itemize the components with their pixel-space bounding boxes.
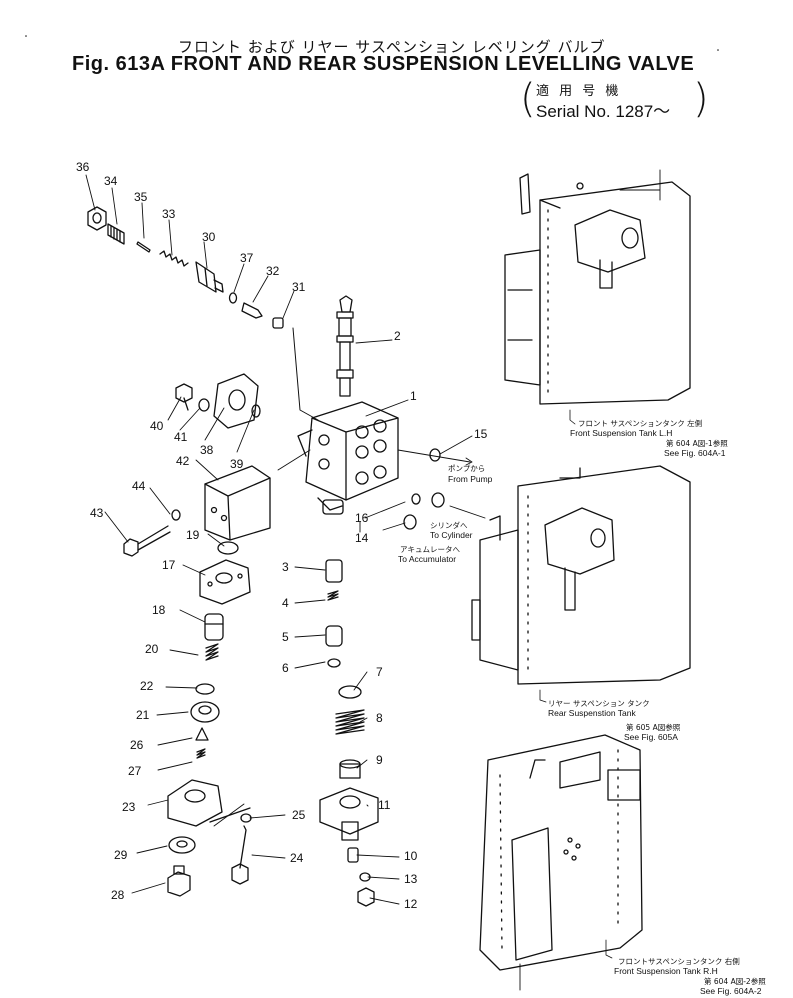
part-number: 21 [136,708,150,722]
flange-item-11 [319,787,379,841]
rear-tank-ref-jp: 第 605 A図参照 [626,723,681,732]
to-accumulator-label: To Accumulator [398,554,457,564]
rear-suspension-tank [471,465,691,685]
rear-tank-label: Rear Suspenstion Tank [548,708,636,718]
from-pump-label: From Pump [448,474,493,484]
part-number: 19 [186,528,200,542]
part-number: 24 [290,851,304,865]
part-number: 18 [152,603,166,617]
front-tank-lh-ref-jp: 第 604 A図-1参照 [666,439,728,448]
part-number: 26 [130,738,144,752]
spring-item-8 [335,709,365,735]
part-number: 22 [140,679,154,693]
part-number: 13 [404,872,418,886]
housing-item-23 [167,779,251,827]
part-number: 34 [104,174,118,188]
front-tank-lh-label: Front Suspension Tank L.H [570,428,673,438]
part-number: 44 [132,479,146,493]
part-number: 17 [162,558,176,572]
flange-item-17 [199,559,251,605]
rear-tank-ref: See Fig. 605A [624,732,678,742]
part-number: 12 [404,897,418,911]
part-number: 27 [128,764,142,778]
part-number: 14 [355,531,369,545]
part-number: 41 [174,430,188,444]
part-number: 20 [145,642,159,656]
part-number: 5 [282,630,289,644]
spool-item-2 [336,295,354,397]
part-number: 23 [122,800,136,814]
part-number: 35 [134,190,148,204]
part-number: 38 [200,443,214,457]
part-number: 11 [378,798,391,812]
valve-body-item-1 [297,401,399,515]
part-number: 36 [76,160,90,174]
serial-japanese: 適 用 号 機 [536,84,622,99]
front-tank-rh-ref-jp: 第 604 A図-2参照 [704,977,766,986]
leader-lines [85,174,473,905]
bolt-item-43 [123,509,181,557]
part-number: 29 [114,848,128,862]
part-number: 31 [292,280,306,294]
serial-open-paren: ( [520,76,536,122]
front-tank-lh-ref: See Fig. 604A-1 [664,448,726,458]
part-number: 4 [282,596,289,610]
figure-title: Fig. 613A FRONT AND REAR SUSPENSION LEVE… [72,53,695,75]
part-number: 6 [282,661,289,675]
from-pump-label-jp: ポンプから [448,464,486,473]
part-number: 7 [376,665,383,679]
front-tank-rh-label: Front Suspension Tank R.H [614,966,718,976]
rear-tank-label-jp: リヤー サスペンション タンク [548,699,650,708]
to-accumulator-label-jp: アキュムレータへ [400,545,460,554]
part-number: 16 [355,511,369,525]
part-number: 32 [266,264,280,278]
part-number: 39 [230,457,244,471]
part-number: 40 [150,419,164,433]
part-number: 1 [410,389,417,403]
part-number: 25 [292,808,306,822]
to-cylinder-label-jp: シリンダへ [430,521,468,530]
front-suspension-tank-lh [504,169,691,405]
block-item-42 [204,465,271,541]
part-number: 30 [202,230,216,244]
adjuster-assembly [87,206,284,329]
part-number: 33 [162,207,176,221]
bolt-and-plate-40-38 [175,373,261,429]
serial-number: Serial No. 1287～ [536,102,671,121]
part-number: 9 [376,753,383,767]
front-tank-rh-label-jp: フロントサスペンションタンク 右側 [618,957,740,966]
front-tank-rh-ref: See Fig. 604A-2 [700,986,762,996]
specks [25,35,719,51]
part-number: 15 [474,427,488,441]
part-number: 2 [394,329,401,343]
part-number: 3 [282,560,289,574]
front-tank-lh-label-jp: フロント サスペンションタンク 左側 [578,419,703,428]
part-number: 28 [111,888,125,902]
to-cylinder-label: To Cylinder [430,530,473,540]
part-number: 42 [176,454,190,468]
part-number: 10 [404,849,418,863]
part-number: 37 [240,251,254,265]
serial-close-paren: ) [693,76,709,122]
front-suspension-tank-rh [479,734,643,991]
title-japanese: フロント および リヤー サスペンション レベリング バルブ [178,38,606,56]
part-number: 43 [90,506,104,520]
part-number: 8 [376,711,383,725]
